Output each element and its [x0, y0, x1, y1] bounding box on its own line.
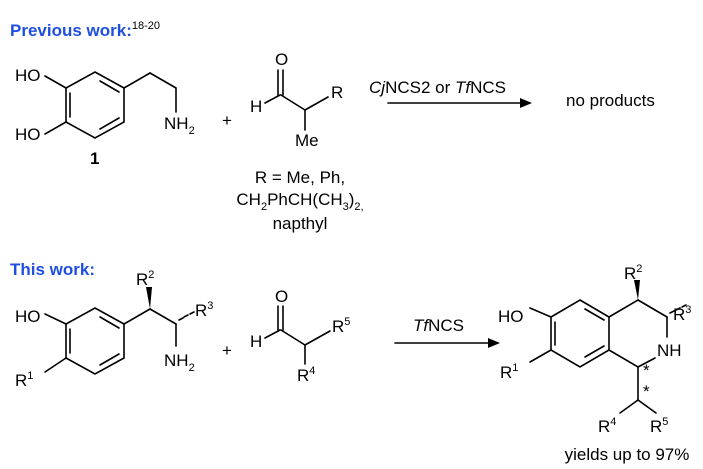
conditions-this-work: TfNCS [413, 316, 464, 335]
product-r4: R4 [598, 416, 616, 436]
substrate-2-r3: R3 [195, 300, 213, 320]
product-stereo-star-1: * [643, 361, 650, 380]
r-definition-line2: CH2PhCH(CH3)2, [236, 190, 363, 213]
reaction-arrow-1 [387, 98, 532, 108]
aldehyde-1-me: Me [295, 131, 319, 150]
product-ho: HO [498, 307, 524, 326]
r-definition-line3: napthyl [273, 214, 328, 233]
product-r5: R5 [650, 416, 668, 436]
aldehyde-2-r4: R4 [297, 365, 315, 385]
product-r2: R2 [624, 263, 642, 283]
aldehyde-1-r: R [331, 83, 343, 102]
substrate-2-r2: R2 [136, 269, 154, 289]
dopamine-ho-bottom: HO [15, 125, 41, 144]
product-nh: NH [657, 341, 682, 360]
substrate-2-r1: R1 [15, 370, 33, 390]
aldehyde-2-r5: R5 [332, 316, 350, 336]
product-stereo-star-2: * [643, 382, 650, 401]
no-products-text: no products [566, 91, 655, 110]
aldehyde-1-h: H [250, 97, 262, 116]
substrate-2-structure [44, 287, 195, 375]
aldehyde-2-h: H [250, 332, 262, 351]
product-r1: R1 [500, 362, 518, 382]
dopamine-ho-top: HO [15, 66, 41, 85]
dopamine-structure [44, 71, 177, 139]
reaction-arrow-2 [394, 338, 500, 348]
compound-number-1: 1 [90, 149, 99, 168]
this-work-header: This work: [10, 260, 95, 279]
aldehyde-structure-2 [264, 305, 331, 365]
plus-sign-2: + [222, 341, 232, 360]
substrate-2-ho: HO [15, 307, 41, 326]
previous-work-header: Previous work:18-20 [10, 20, 160, 40]
substrate-2-nh2: NH2 [164, 351, 195, 374]
aldehyde-structure-1 [264, 69, 329, 131]
r-definition-line1: R = Me, Ph, [255, 168, 345, 187]
conditions-previous: CjNCS2 or TfNCS [369, 78, 506, 97]
aldehyde-1-o: O [275, 50, 288, 69]
product-r3: R3 [673, 304, 691, 324]
plus-sign-1: + [222, 111, 232, 130]
yield-text: yields up to 97% [565, 445, 690, 464]
aldehyde-2-o: O [275, 287, 288, 306]
dopamine-nh2: NH2 [164, 114, 195, 137]
product-structure [529, 280, 687, 414]
